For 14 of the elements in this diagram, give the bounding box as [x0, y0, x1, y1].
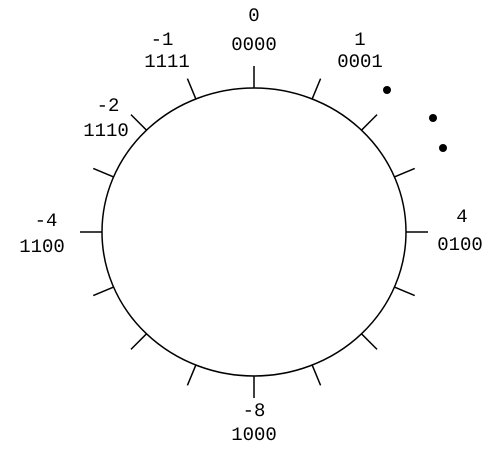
value-label: 0 — [248, 5, 260, 27]
value-label: 4 — [456, 206, 468, 228]
value-label: -8 — [242, 400, 266, 422]
binary-code-label: 0000 — [231, 34, 277, 56]
binary-code-label: 1110 — [83, 120, 129, 142]
binary-code-label: 1100 — [19, 236, 65, 258]
binary-code-label: 0001 — [337, 51, 383, 73]
value-label: -2 — [96, 95, 120, 117]
value-label: 1 — [354, 29, 366, 51]
binary-code-label: 1111 — [144, 51, 190, 73]
binary-code-label: 1000 — [231, 424, 277, 446]
binary-code-label: 0100 — [437, 234, 483, 256]
value-label: -4 — [34, 210, 58, 232]
value-label: -1 — [150, 29, 174, 51]
